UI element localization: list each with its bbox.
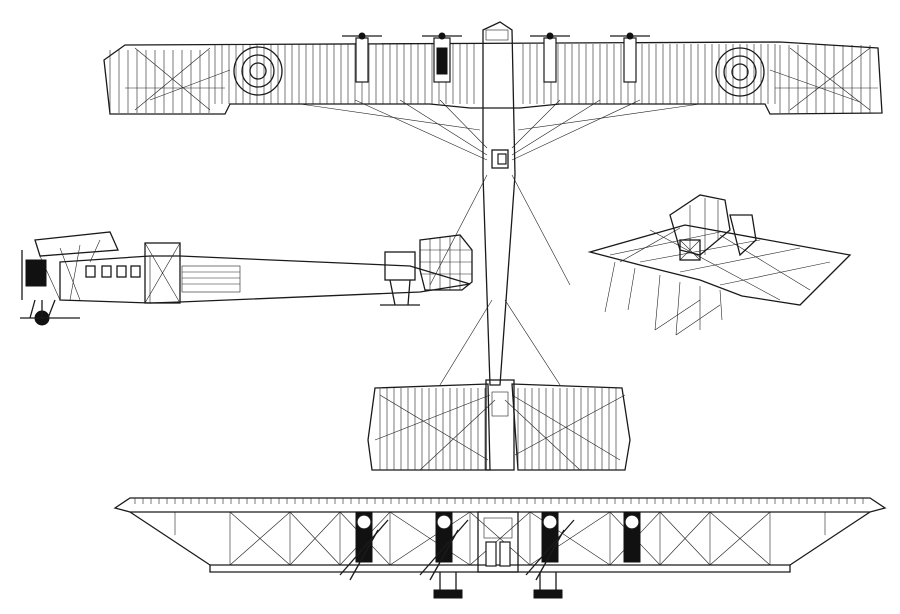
engine-top-2 xyxy=(422,32,462,83)
side-view xyxy=(20,231,473,326)
front-view-fuselage xyxy=(477,511,519,573)
front-view-landing-gear xyxy=(433,572,563,599)
side-view-fuselage xyxy=(59,255,471,304)
front-view-struts xyxy=(174,511,826,566)
roundel-right xyxy=(715,47,765,97)
tail-ribs xyxy=(379,388,617,470)
engine-front-4 xyxy=(623,511,641,563)
side-view-windows xyxy=(85,265,141,278)
front-view-engines xyxy=(339,511,641,581)
engine-top-4 xyxy=(610,32,650,83)
perspective-wing xyxy=(587,224,852,306)
engine-top-3 xyxy=(530,32,570,83)
side-view-tail xyxy=(419,234,473,291)
engine-top-1 xyxy=(342,32,382,83)
wing-bracing xyxy=(125,47,878,111)
top-view-fuselage xyxy=(482,21,516,386)
engine-front-1 xyxy=(339,511,389,581)
top-view xyxy=(103,21,883,471)
front-view-ticks xyxy=(134,498,864,504)
top-view-wires xyxy=(299,99,701,386)
engine-front-3 xyxy=(525,511,575,581)
top-view-wing xyxy=(103,41,883,115)
top-view-tailplane xyxy=(367,383,491,471)
perspective-view xyxy=(587,194,852,336)
wing-ribs xyxy=(109,44,871,113)
side-view-landing-gear xyxy=(20,299,80,326)
roundel-left xyxy=(233,46,283,96)
front-view-upper-wing xyxy=(113,497,887,513)
front-view-lower-wing xyxy=(209,564,791,573)
engine-front-2 xyxy=(419,511,469,581)
top-view-engines xyxy=(342,32,650,83)
front-view xyxy=(113,497,887,599)
